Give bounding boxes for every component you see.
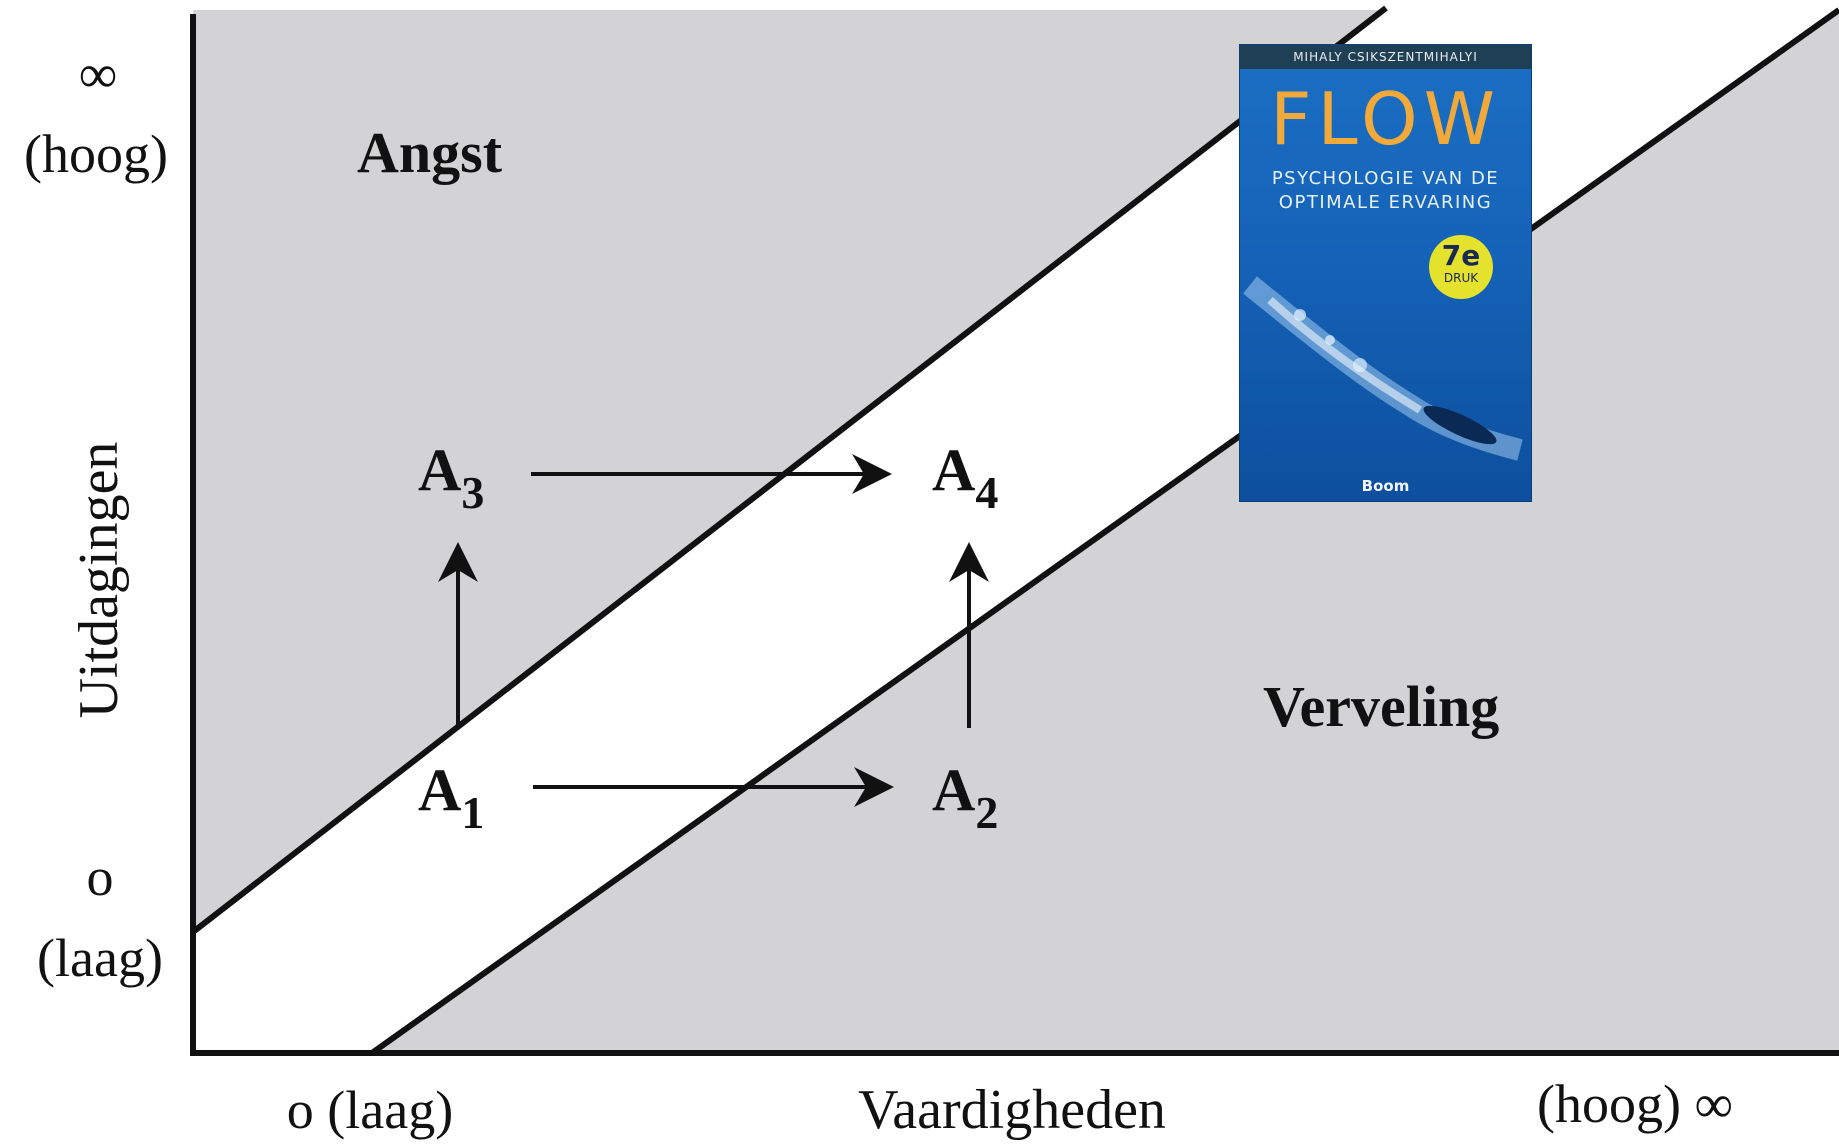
point-a3: A3	[418, 437, 484, 518]
svg-text:A4: A4	[932, 437, 998, 518]
y-axis-bottom-label: (laag)	[37, 928, 163, 988]
book-subtitle: PSYCHOLOGIE VAN DE OPTIMALE ERVARING	[1271, 168, 1500, 213]
upper-diagonal-line	[191, 5, 1388, 935]
edition-badge: 7e DRUK	[1429, 235, 1493, 299]
point-a4: A4	[932, 437, 998, 518]
x-axis-left-label: o (laag)	[287, 1080, 453, 1140]
book-cover-image: MIHALY CSIKSZENTMIHALYI FLOW PSYCHOLOGIE…	[1240, 45, 1531, 501]
lower-diagonal-line	[370, 7, 1839, 1056]
book-author: MIHALY CSIKSZENTMIHALYI	[1240, 45, 1531, 69]
edition-word: DRUK	[1443, 271, 1479, 285]
point-a2: A2	[932, 757, 998, 838]
region-label-angst: Angst	[357, 120, 503, 185]
book-publisher: Boom	[1361, 477, 1410, 495]
y-axis-title: Uitdagingen	[68, 442, 130, 719]
y-axis-top-symbol: ∞	[79, 44, 118, 104]
x-axis-right-label: (hoog) ∞	[1537, 1074, 1733, 1134]
svg-text:A3: A3	[418, 437, 484, 518]
region-label-verveling: Verveling	[1263, 674, 1499, 739]
swimmer-illustration	[1243, 276, 1523, 461]
book-title: FLOW	[1270, 77, 1501, 161]
y-axis-top-label: (hoog)	[24, 124, 168, 184]
x-axis-title: Vaardigheden	[858, 1079, 1166, 1141]
point-a1: A1	[418, 757, 484, 838]
edition-number: 7e	[1441, 239, 1481, 272]
svg-text:A1: A1	[418, 757, 484, 838]
y-axis-bottom-symbol: o	[87, 847, 114, 907]
svg-text:A2: A2	[932, 757, 998, 838]
